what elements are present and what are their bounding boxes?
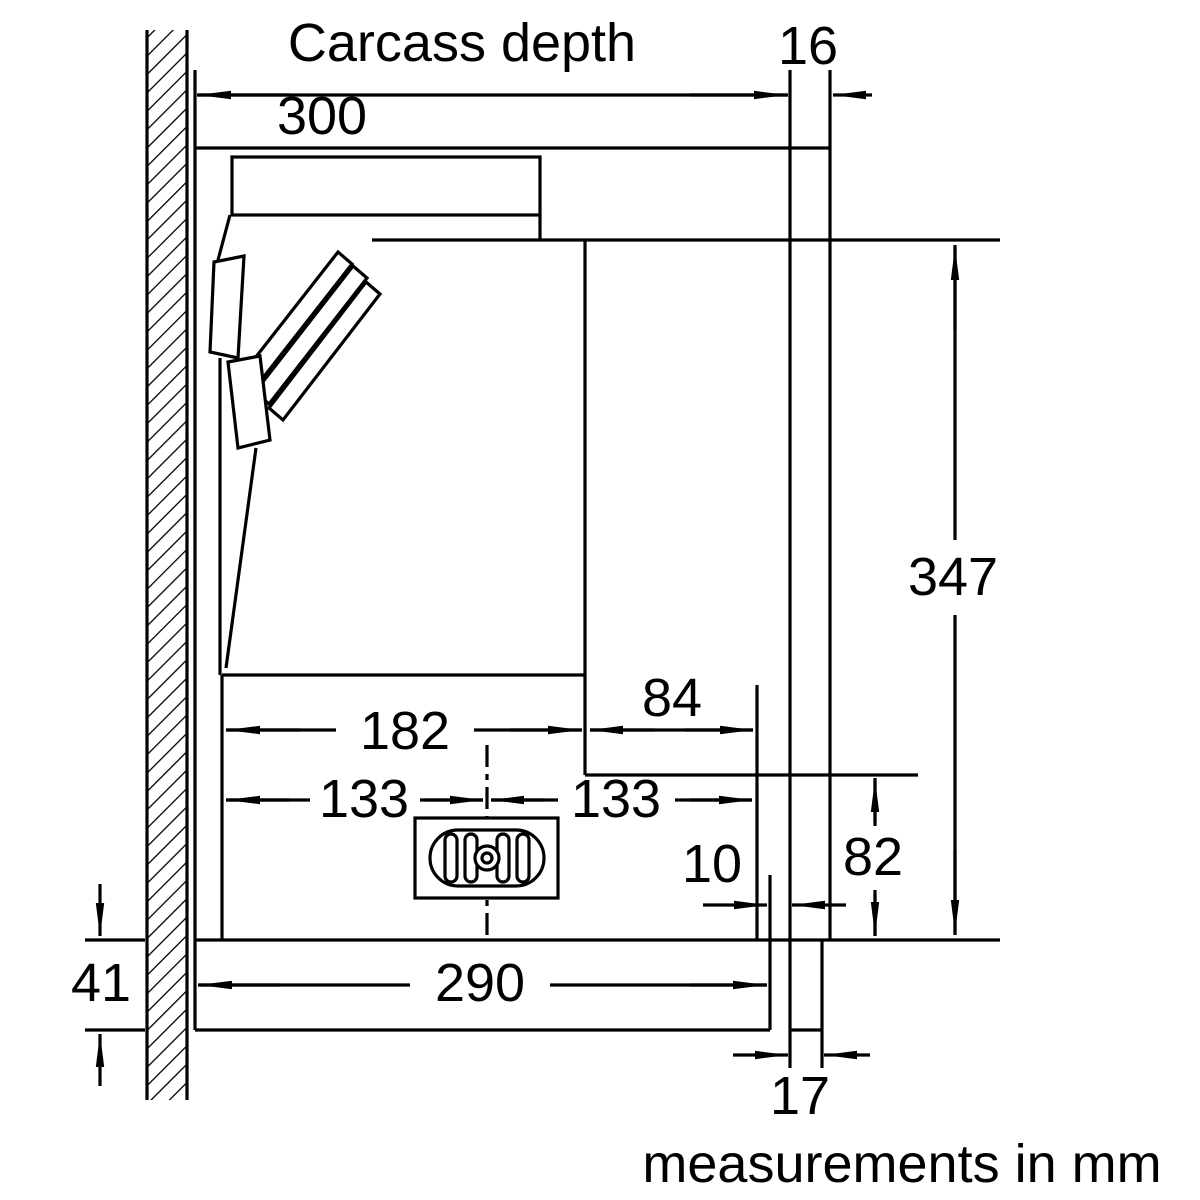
dim-10-label: 10 (682, 834, 742, 894)
dim-290-label: 290 (435, 953, 525, 1013)
dimension-lower-height: 82 (843, 778, 903, 936)
dim-182-label: 182 (360, 701, 450, 761)
telescopic-rails (208, 249, 383, 669)
dim-41-label: 41 (71, 953, 131, 1013)
dim-84-label: 84 (642, 668, 702, 728)
dimension-bottom-panel: 17 (733, 1050, 870, 1126)
dimension-panel-gap: 10 (682, 834, 846, 910)
dimension-carcass-depth: Carcass depth 300 16 (197, 13, 872, 146)
carcass-depth-title: Carcass depth (288, 13, 636, 73)
dimension-visor-height: 41 (71, 884, 131, 1086)
duct-connector (413, 745, 560, 938)
dim-300-label: 300 (277, 86, 367, 146)
dimension-front-recess: 84 (590, 668, 753, 735)
units-note: measurements in mm (642, 1134, 1161, 1194)
dimension-total-height: 347 (908, 245, 998, 935)
dim-347-label: 347 (908, 547, 998, 607)
cabinet-outline (85, 70, 1000, 1068)
wall-section (145, 30, 189, 1100)
dimension-visor-depth: 290 (198, 953, 767, 1013)
dimension-outlet-center: 133 133 (226, 769, 752, 829)
dim-133-left-label: 133 (319, 769, 409, 829)
dim-82-label: 82 (843, 827, 903, 887)
dimension-outlet-width: 182 (226, 701, 582, 761)
hood-body (216, 155, 587, 940)
dim-133-right-label: 133 (571, 769, 661, 829)
dim-16-label: 16 (778, 16, 838, 76)
dim-17-label: 17 (770, 1066, 830, 1126)
